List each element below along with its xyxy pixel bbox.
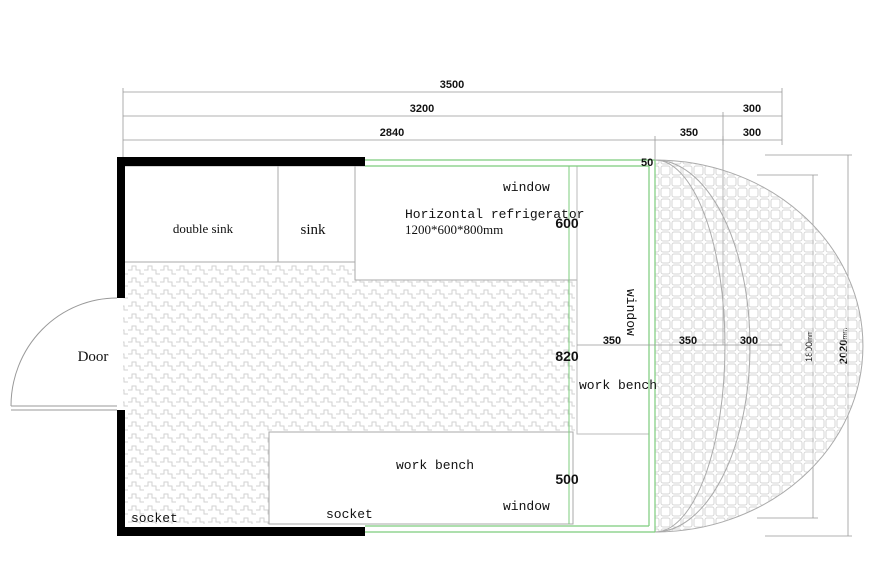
label-work-bench-right: work bench bbox=[579, 378, 657, 393]
walls bbox=[117, 157, 365, 536]
dim-wall-thickness: 50 bbox=[641, 157, 653, 169]
dim-side-offset-3: 300 bbox=[740, 335, 758, 347]
dim-inner-width: 3200 bbox=[410, 103, 434, 115]
label-double-sink: double sink bbox=[173, 221, 234, 236]
dim-side-offset-2: 350 bbox=[679, 335, 697, 347]
label-socket-right: socket bbox=[326, 507, 373, 522]
window-frames bbox=[365, 159, 656, 533]
label-window-side: window bbox=[623, 289, 638, 336]
label-refrigerator-size: 1200*600*800mm bbox=[405, 222, 503, 237]
dim-bench-depth: 500 bbox=[555, 471, 579, 487]
label-window-bottom: window bbox=[503, 499, 550, 514]
dim-side-offset-1: 350 bbox=[603, 335, 621, 347]
dim-total-width: 3500 bbox=[440, 79, 464, 91]
dim-wall-length: 2840 bbox=[380, 127, 404, 139]
top-dimension-lines bbox=[122, 88, 783, 190]
door-swing bbox=[10, 297, 118, 411]
floor-tiles bbox=[123, 262, 575, 524]
label-work-bench-bottom: work bench bbox=[396, 458, 474, 473]
dim-fridge-depth: 600 bbox=[555, 215, 579, 231]
label-door: Door bbox=[78, 349, 109, 365]
dim-window-extra: 300 bbox=[743, 127, 761, 139]
dim-window-offset: 350 bbox=[680, 127, 698, 139]
label-socket-left: socket bbox=[131, 511, 178, 526]
dim-inner-extra: 300 bbox=[743, 103, 761, 115]
dim-aisle-width: 820 bbox=[555, 348, 579, 364]
label-window-top: window bbox=[503, 180, 550, 195]
label-sink: sink bbox=[300, 222, 326, 238]
label-refrigerator: Horizontal refrigerator bbox=[405, 207, 584, 222]
